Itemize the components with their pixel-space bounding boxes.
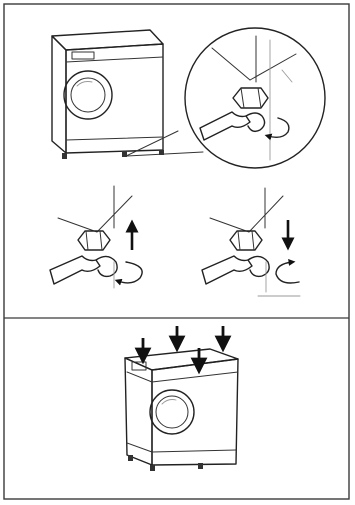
pressure-arrows: [143, 326, 223, 366]
door-icon: [150, 390, 194, 434]
step-raise: [50, 186, 142, 288]
washing-machine-top: [52, 30, 164, 159]
step-lower: [202, 188, 300, 296]
foot-magnifier: [185, 28, 325, 168]
washing-machine-level: [125, 349, 238, 471]
